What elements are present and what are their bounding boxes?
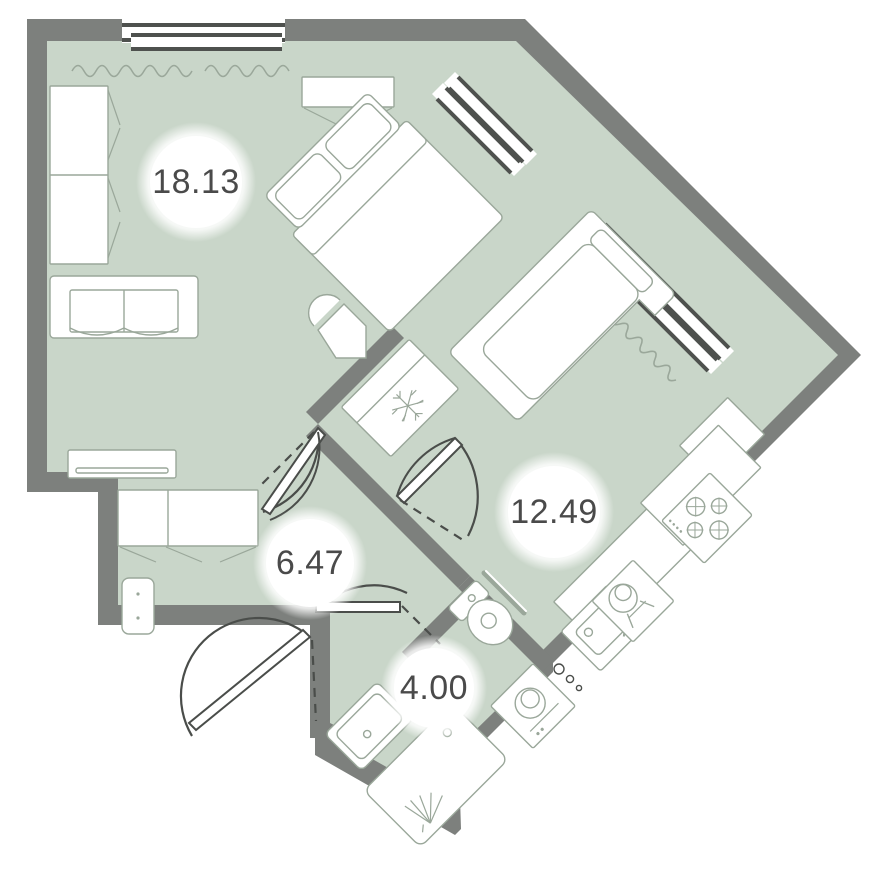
- cooktop: [661, 472, 753, 564]
- partition-diagonal-main: [306, 424, 470, 588]
- area-badge-living-bedroom: 18.13: [136, 122, 256, 242]
- radiator-hall: [67, 449, 177, 479]
- shower-spray-icon: [404, 792, 443, 833]
- furniture-kitchen-living: [341, 211, 765, 692]
- sofa: [49, 275, 199, 339]
- furniture-hallway: [117, 489, 259, 635]
- wardrobe: [49, 85, 121, 265]
- toilet: [448, 580, 514, 646]
- floor-fill: [47, 41, 838, 800]
- curtain-squiggle-left: [71, 64, 193, 78]
- area-badges: 18.13 12.49 6.47 4.00: [136, 122, 614, 741]
- area-badge-bathroom: 4.00: [381, 635, 487, 741]
- area-badge-hallway: 6.47: [253, 506, 367, 620]
- snowflake-icon: [391, 389, 424, 422]
- towel-rail: [481, 570, 527, 616]
- hall-to-kitchen-door: [395, 436, 479, 543]
- area-label-bathroom: 4.00: [400, 669, 468, 707]
- area-badge-kitchen-living: 12.49: [494, 452, 614, 572]
- double-bed: [266, 94, 503, 331]
- area-label-hallway: 6.47: [276, 544, 344, 582]
- coffee-machine: [592, 560, 674, 642]
- furniture-living-bedroom: [49, 76, 503, 479]
- armchair: [307, 293, 367, 359]
- tall-cabinet: [121, 577, 155, 635]
- wardrobe-hall: [117, 489, 259, 563]
- area-label-living-bedroom: 18.13: [152, 163, 240, 201]
- refrigerator: [341, 339, 459, 457]
- area-label-kitchen-living: 12.49: [510, 493, 598, 531]
- floor-area: [47, 41, 838, 800]
- curtain-squiggle-right: [204, 64, 290, 78]
- entry-door: [179, 616, 318, 737]
- washing-machine: [490, 663, 576, 749]
- window-upper-right: [432, 72, 537, 176]
- partition-kitchen-stub: [306, 326, 404, 424]
- corner-sofa: [450, 211, 675, 420]
- counter-knobs: [553, 663, 583, 692]
- balcony-window-top: [122, 19, 285, 51]
